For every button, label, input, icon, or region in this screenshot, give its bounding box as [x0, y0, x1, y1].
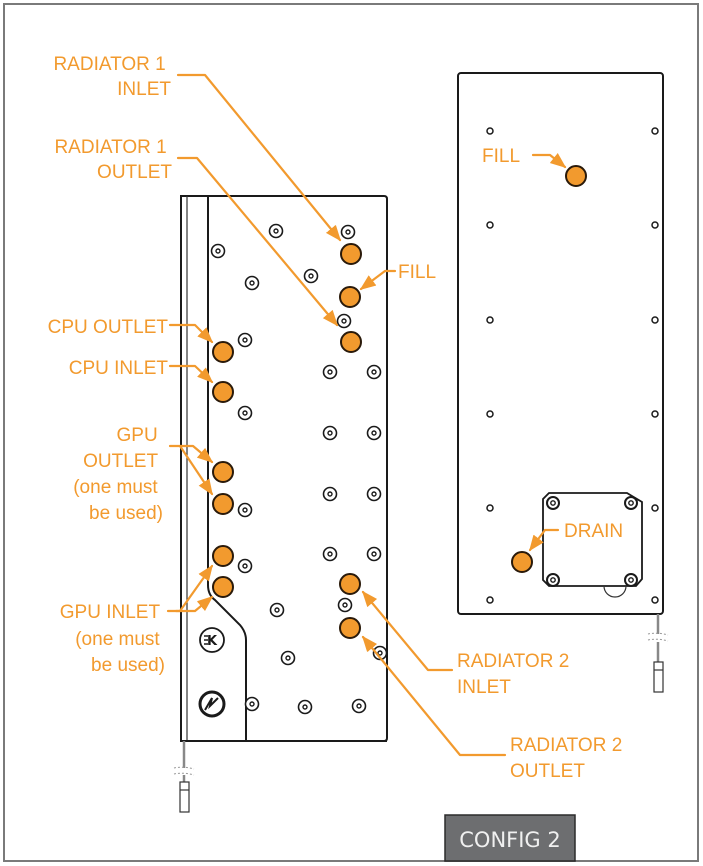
port-circle — [340, 331, 362, 353]
port-circle — [212, 461, 234, 483]
ek-logo-icon: K — [199, 627, 225, 653]
label-radiator2-inlet: RADIATOR 2 INLET — [457, 651, 575, 698]
pump-screw-icon — [546, 496, 560, 510]
left-plate-ports — [212, 243, 362, 639]
screw-hole-icon — [486, 316, 494, 324]
screw-hole-icon — [486, 596, 494, 604]
port-circle — [339, 286, 361, 308]
label-cpu-inlet: CPU INLET — [69, 358, 169, 379]
screw-hole-icon — [337, 597, 353, 613]
port-circle — [212, 545, 234, 567]
left-sensor-cable — [173, 741, 195, 813]
leader-cpu-outlet — [168, 323, 214, 344]
screw-hole-icon — [322, 364, 338, 380]
right-plate-screws — [486, 127, 659, 604]
screw-hole-icon — [210, 243, 226, 259]
label-fill-right: FILL — [482, 146, 520, 167]
screw-hole-icon — [366, 486, 382, 502]
label-radiator1-outlet: RADIATOR 1 OUTLET — [54, 137, 172, 183]
port-circle — [565, 165, 587, 187]
right-plate-ports — [511, 165, 587, 573]
right-sensor-cable — [647, 614, 669, 693]
label-fill-left: FILL — [398, 262, 436, 283]
screw-hole-icon — [651, 316, 659, 324]
leader-fill-right — [531, 153, 567, 169]
screw-hole-icon — [322, 546, 338, 562]
leader-radiator1-outlet — [176, 156, 339, 327]
label-radiator1-inlet: RADIATOR 1 INLET — [53, 54, 171, 100]
pump-screws — [546, 496, 638, 587]
port-circle — [212, 576, 234, 598]
svg-text:K: K — [207, 634, 218, 649]
screw-hole-icon — [486, 504, 494, 512]
screw-hole-icon — [651, 127, 659, 135]
screw-hole-icon — [336, 313, 352, 329]
label-gpu-inlet: GPU INLET (one must be used) — [60, 602, 165, 676]
port-circle — [340, 243, 362, 265]
leader-drain — [528, 528, 560, 552]
port-circle — [511, 551, 533, 573]
label-gpu-outlet: GPU OUTLET (one must be used) — [73, 425, 163, 524]
screw-hole-icon — [486, 127, 494, 135]
leader-cpu-inlet — [168, 364, 214, 384]
label-cpu-outlet: CPU OUTLET — [48, 317, 169, 338]
leader-lines — [166, 73, 567, 757]
leader-radiator2-outlet — [361, 635, 507, 757]
right-reservoir-plate — [457, 72, 664, 615]
port-circle — [212, 341, 234, 363]
leader-radiator2-inlet — [361, 590, 454, 672]
left-reservoir-plate — [180, 195, 388, 742]
leader-gpu-outlet-b — [178, 444, 214, 496]
screw-hole-icon — [651, 504, 659, 512]
pump-screw-icon — [624, 573, 638, 587]
screw-hole-icon — [322, 486, 338, 502]
screw-hole-icon — [303, 268, 319, 284]
config-badge-label: CONFIG 2 — [459, 828, 560, 852]
config-badge: CONFIG 2 — [444, 814, 576, 862]
screw-hole-icon — [237, 332, 253, 348]
screw-hole-icon — [651, 221, 659, 229]
leader-radiator1-inlet — [176, 73, 342, 242]
port-circle — [339, 573, 361, 595]
screw-hole-icon — [486, 221, 494, 229]
port-circle — [339, 617, 361, 639]
screw-hole-icon — [268, 223, 284, 239]
screw-hole-icon — [297, 699, 313, 715]
pump-screw-icon — [546, 573, 560, 587]
screw-hole-icon — [322, 425, 338, 441]
plate-profile-line — [207, 196, 247, 741]
label-drain: DRAIN — [564, 521, 623, 542]
screw-hole-icon — [244, 275, 260, 291]
port-labels: RADIATOR 1 INLET RADIATOR 1 OUTLET FILL … — [48, 54, 628, 782]
screw-hole-icon — [244, 696, 260, 712]
screw-hole-icon — [651, 596, 659, 604]
screw-hole-icon — [269, 602, 285, 618]
screw-hole-icon — [366, 364, 382, 380]
port-circle — [212, 493, 234, 515]
leader-gpu-outlet-a — [168, 444, 214, 464]
screw-hole-icon — [237, 502, 253, 518]
port-circle — [212, 381, 234, 403]
leader-gpu-inlet-b — [174, 595, 214, 613]
screw-hole-icon — [486, 410, 494, 418]
quantum-logo-icon — [198, 690, 226, 718]
pump-screw-icon — [624, 496, 638, 510]
screw-hole-icon — [351, 698, 367, 714]
label-radiator2-outlet: RADIATOR 2 OUTLET — [510, 735, 628, 782]
screw-hole-icon — [366, 425, 382, 441]
screw-hole-icon — [340, 224, 356, 240]
pump-housing — [542, 492, 643, 598]
screw-hole-icon — [237, 558, 253, 574]
screw-hole-icon — [280, 650, 296, 666]
leader-fill-left — [359, 269, 397, 291]
screw-hole-icon — [366, 546, 382, 562]
screw-hole-icon — [237, 405, 253, 421]
screw-hole-icon — [651, 410, 659, 418]
outer-frame — [3, 3, 699, 862]
